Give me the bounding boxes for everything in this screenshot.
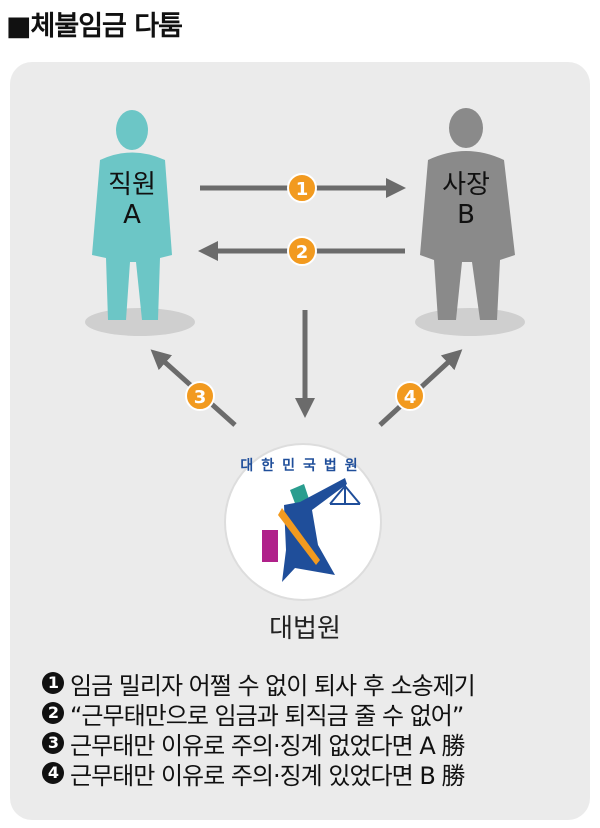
court-label: 대법원 bbox=[269, 614, 341, 644]
legend: 1 임금 밀리자 어쩔 수 없이 퇴사 후 소송제기 2 “근무태만으로 임금과 퇴… bbox=[42, 668, 476, 790]
legend-text: 근무태만 이유로 주의·징계 없었다면 A 勝 bbox=[70, 731, 465, 760]
svg-text:4: 4 bbox=[404, 387, 417, 408]
employer-shadow bbox=[415, 308, 525, 336]
legend-number: 4 bbox=[42, 762, 64, 784]
employer-figure-icon bbox=[420, 108, 515, 320]
legend-item: 4 근무태만 이유로 주의·징계 있었다면 B 勝 bbox=[42, 758, 475, 790]
badge-2: 2 bbox=[287, 236, 317, 266]
legend-text: “근무태만으로 임금과 퇴직금 줄 수 없어” bbox=[70, 701, 464, 730]
legend-item: 2 “근무태만으로 임금과 퇴직금 줄 수 없어” bbox=[42, 698, 475, 730]
legend-text: 근무태만 이유로 주의·징계 있었다면 B 勝 bbox=[70, 761, 465, 790]
employee-id: A bbox=[123, 200, 141, 230]
svg-text:2: 2 bbox=[296, 242, 309, 263]
employer-label: 사장 B bbox=[426, 170, 506, 230]
svg-text:1: 1 bbox=[296, 179, 309, 200]
legend-item: 1 임금 밀리자 어쩔 수 없이 퇴사 후 소송제기 bbox=[42, 668, 476, 700]
svg-text:3: 3 bbox=[194, 387, 207, 408]
page-title: ■체불임금 다툼 bbox=[6, 11, 183, 42]
employee-figure-icon bbox=[92, 110, 172, 320]
legend-text: 임금 밀리자 어쩔 수 없이 퇴사 후 소송제기 bbox=[70, 671, 476, 700]
employee-label: 직원 A bbox=[92, 170, 172, 230]
badge-1: 1 bbox=[287, 173, 317, 203]
svg-text:대한민국법원: 대한민국법원 bbox=[240, 457, 365, 474]
employee-shadow bbox=[85, 308, 195, 336]
employer-role: 사장 bbox=[442, 170, 490, 200]
court-seal-logo: 대한민국법원 bbox=[224, 443, 382, 601]
employee-role: 직원 bbox=[108, 170, 156, 200]
badge-3: 3 bbox=[185, 381, 215, 411]
legend-number: 2 bbox=[42, 702, 64, 724]
legend-number: 1 bbox=[42, 672, 64, 694]
badge-4: 4 bbox=[395, 381, 425, 411]
legend-number: 3 bbox=[42, 732, 64, 754]
employer-id: B bbox=[457, 200, 475, 230]
legend-item: 3 근무태만 이유로 주의·징계 없었다면 A 勝 bbox=[42, 728, 475, 760]
